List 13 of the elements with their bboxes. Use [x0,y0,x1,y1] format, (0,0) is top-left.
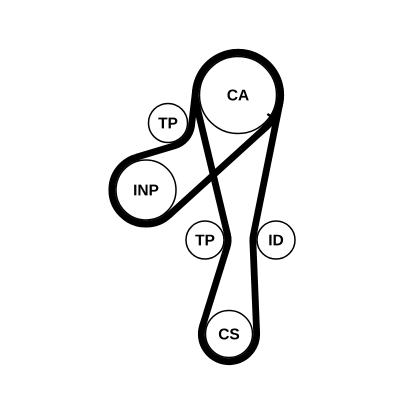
belt [136,142,176,160]
pulley: CA [198,56,278,134]
belt [250,103,284,236]
pulley: ID [256,220,296,260]
belt [188,89,200,126]
belt [193,104,231,236]
pulley: CS [204,310,254,358]
belt [199,246,230,326]
belt [249,240,260,334]
belt [166,124,269,218]
pulley: TP [185,220,225,260]
pulley: INP [115,159,177,221]
pulley: TP [148,102,188,144]
